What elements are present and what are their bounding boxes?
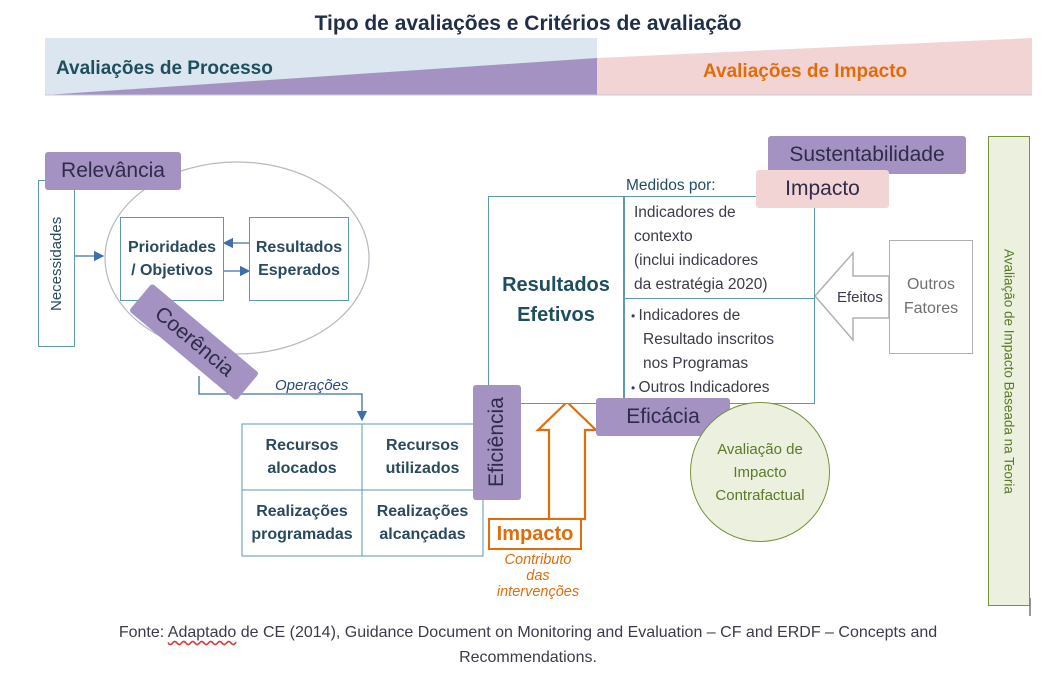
contribution-line-2: das xyxy=(526,568,550,584)
impact-evaluations-label: Avaliações de Impacto xyxy=(703,61,908,82)
context-line-1: Indicadores de xyxy=(634,204,736,221)
needs-label: Necessidades xyxy=(48,216,65,311)
operations-label: Operações xyxy=(275,377,349,394)
bullet-icon: • xyxy=(631,381,639,395)
impact-banner xyxy=(597,38,1032,95)
counterfactual-line-1: Avaliação de xyxy=(717,440,803,458)
relevance-tag: Relevância xyxy=(45,152,181,190)
priorities-box: Prioridades / Objetivos xyxy=(120,217,224,301)
contribution-line-1: Contributo xyxy=(504,552,572,568)
expected-line-1: Resultados xyxy=(255,239,343,256)
other-factors-line-1: Outros xyxy=(906,276,955,293)
allocated-line-1: Recursos xyxy=(265,437,339,454)
result-line-1: Indicadores de xyxy=(638,307,741,324)
effects-label: Efeitos xyxy=(837,289,883,306)
result-line-3: nos Programas xyxy=(643,355,749,372)
needs-box: Necessidades xyxy=(38,180,75,347)
allocated-resources-cell: Recursos alocados xyxy=(242,424,362,490)
process-wedge xyxy=(45,58,597,95)
priorities-line-2: / Objetivos xyxy=(131,262,213,279)
achieved-line-2: alcançadas xyxy=(379,526,466,543)
result-line-2: Resultado inscritos xyxy=(643,331,774,348)
other-factors-line-2: Fatores xyxy=(903,300,959,317)
footer-line2: Recommendations. xyxy=(459,649,597,666)
effective-line-2: Efetivos xyxy=(517,304,595,326)
planned-line-2: programadas xyxy=(251,526,353,543)
theory-based-box: Avaliação de Impacto Baseada na Teoria xyxy=(988,136,1030,606)
context-indicators: Indicadores de contexto (inclui indicado… xyxy=(634,201,768,297)
process-evaluations-label: Avaliações de Processo xyxy=(56,58,273,79)
planned-line-1: Realizações xyxy=(256,503,348,520)
efficiency-label: Eficiência xyxy=(485,397,508,488)
contribution-line-3: intervenções xyxy=(496,584,580,600)
result-indicators: • Indicadores de Resultado inscritos nos… xyxy=(631,304,774,400)
counterfactual-line-3: Contrafactual xyxy=(715,486,805,504)
theory-based-label: Avaliação de Impacto Baseada na Teoria xyxy=(1001,248,1017,494)
context-line-3: (inclui indicadores xyxy=(634,252,759,269)
allocated-line-2: alocados xyxy=(267,460,337,477)
page-title: Tipo de avaliações e Critérios de avalia… xyxy=(314,12,742,35)
expected-line-2: Esperados xyxy=(258,262,340,279)
source-footer: Fonte: Adaptado de CE (2014), Guidance D… xyxy=(0,620,1056,670)
used-line-2: utilizados xyxy=(385,460,460,477)
operations-arrow xyxy=(198,376,368,422)
achieved-line-1: Realizações xyxy=(376,503,469,520)
measured-by-label: Medidos por: xyxy=(626,177,716,194)
impact-tag: Impacto xyxy=(756,170,889,208)
contribution-label: Contributo das intervenções xyxy=(478,552,598,600)
priorities-line-1: Prioridades xyxy=(127,239,217,256)
sustainability-tag: Sustentabilidade xyxy=(768,136,966,174)
achieved-achievements-cell: Realizações alcançadas xyxy=(362,490,483,556)
context-line-2: contexto xyxy=(634,228,693,245)
footer-prefix: Fonte: xyxy=(118,624,168,641)
used-resources-cell: Recursos utilizados xyxy=(362,424,483,490)
impact-box: Impacto xyxy=(488,518,582,550)
footer-underlined-word: Adaptado xyxy=(167,624,237,641)
effective-line-1: Resultados xyxy=(502,274,610,296)
efficiency-tag: Eficiência xyxy=(473,385,521,500)
used-line-1: Recursos xyxy=(386,437,459,454)
impact-arrow xyxy=(535,400,599,521)
other-indicators-label: Outros Indicadores xyxy=(638,379,770,396)
bullet-icon: • xyxy=(631,309,639,323)
planned-achievements-cell: Realizações programadas xyxy=(242,490,362,556)
indicators-divider xyxy=(625,298,814,299)
counterfactual-circle: Avaliação de Impacto Contrafactual xyxy=(690,402,830,542)
footer-line1: de CE (2014), Guidance Document on Monit… xyxy=(236,624,938,641)
counterfactual-line-2: Impacto xyxy=(733,463,787,481)
context-line-4: da estratégia 2020) xyxy=(634,276,768,293)
